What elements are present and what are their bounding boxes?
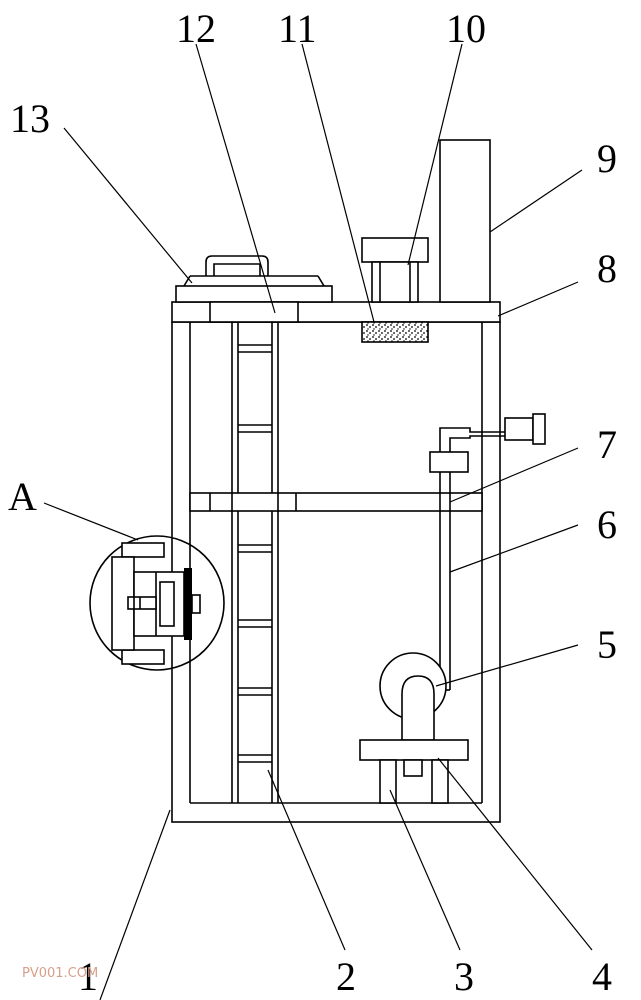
pump-base bbox=[359, 739, 469, 804]
pump bbox=[379, 652, 450, 741]
shelf bbox=[189, 492, 483, 512]
label-2: 2 bbox=[336, 954, 356, 999]
label-4: 4 bbox=[592, 954, 612, 999]
lid-assembly bbox=[175, 255, 333, 323]
label-9: 9 bbox=[597, 136, 617, 181]
label-8: 8 bbox=[597, 246, 617, 291]
ladder-rungs bbox=[238, 344, 272, 763]
label-11: 11 bbox=[278, 6, 317, 51]
label-5: 5 bbox=[597, 622, 617, 667]
label-3: 3 bbox=[454, 954, 474, 999]
label-6: 6 bbox=[597, 502, 617, 547]
label-a: A bbox=[8, 474, 37, 519]
ladder bbox=[231, 322, 279, 803]
label-7: 7 bbox=[597, 422, 617, 467]
chimney bbox=[439, 139, 491, 303]
watermark: PV001.COM bbox=[22, 966, 98, 981]
leader-lines bbox=[43, 43, 593, 1000]
label-12: 12 bbox=[176, 6, 216, 51]
pipe bbox=[412, 413, 546, 691]
label-10: 10 bbox=[446, 6, 486, 51]
filter-block bbox=[361, 321, 429, 343]
detail-a bbox=[89, 535, 225, 671]
label-13: 13 bbox=[10, 96, 50, 141]
motor-unit bbox=[361, 237, 429, 303]
part-labels: 1 2 3 4 5 6 7 8 9 10 11 12 13 A bbox=[8, 6, 617, 999]
label-1: 1 bbox=[78, 954, 98, 999]
